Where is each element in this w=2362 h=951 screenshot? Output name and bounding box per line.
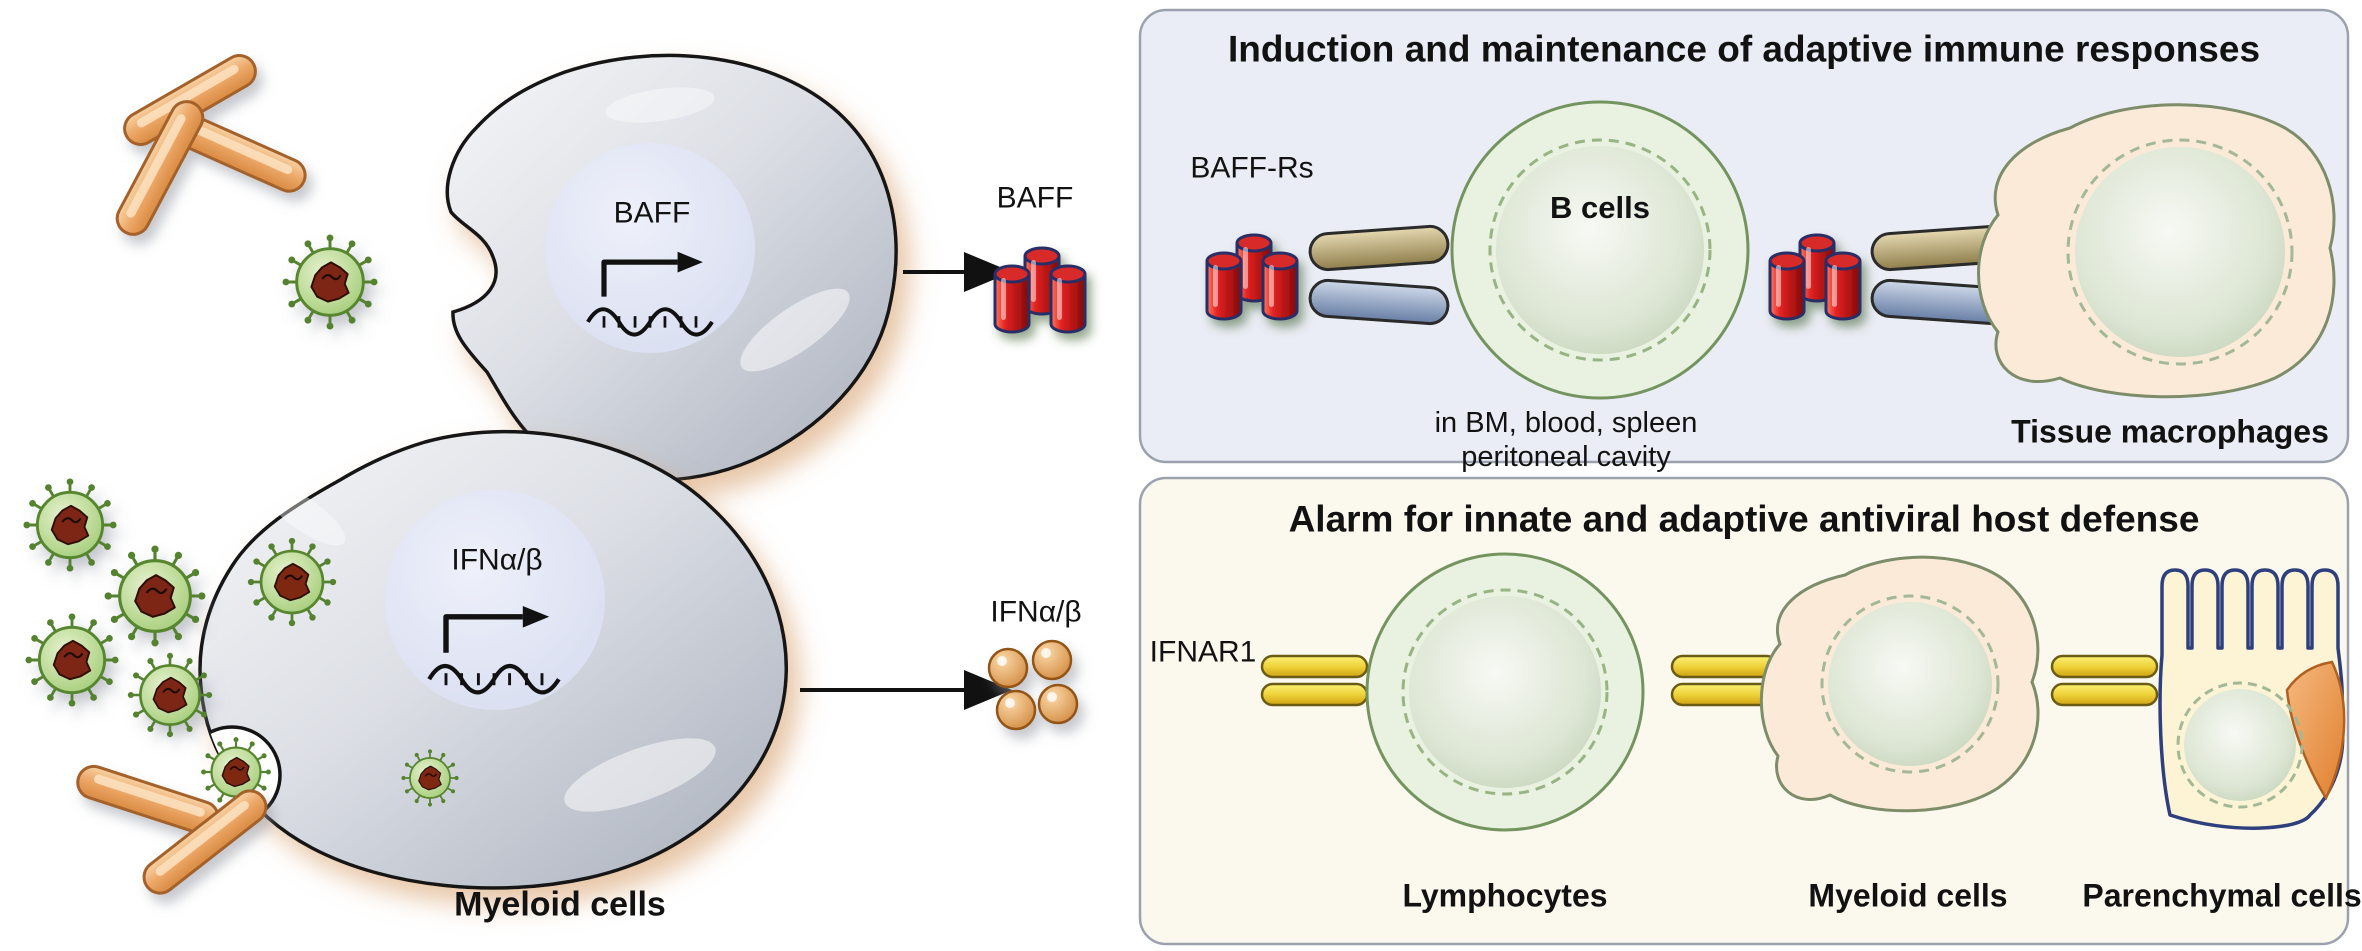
- b-cells-location-line1: in BM, blood, spleen: [1434, 407, 1698, 440]
- parenchymal-horn: [2285, 660, 2346, 801]
- secreted-ifn-label: IFNα/β: [990, 595, 1082, 629]
- adaptive-panel-title: Induction and maintenance of adaptive im…: [1227, 28, 2261, 70]
- ifn-gene-nucleus: [385, 490, 605, 710]
- lymphocytes-label: Lymphocytes: [1402, 877, 1608, 914]
- parenchymal-cells-label: Parenchymal cells: [2082, 877, 2362, 914]
- myeloid-cells-label: Myeloid cells: [454, 885, 666, 924]
- upper-myeloid-cell: [445, 53, 898, 483]
- baff-cylinders-icon: [993, 246, 1087, 334]
- ifnar-label: IFNAR1: [1149, 635, 1257, 669]
- ifn-molecules-icon: [987, 639, 1079, 731]
- b-cells-location-line2: peritoneal cavity: [1461, 441, 1671, 474]
- tissue-macrophage-cell: [1977, 103, 2336, 399]
- baff-receptors-label: BAFF-Rs: [1190, 151, 1314, 185]
- ifn-gene-label: IFNα/β: [451, 543, 543, 577]
- b-cells-label: B cells: [1550, 189, 1650, 225]
- virus-icon: [281, 233, 379, 331]
- myeloid-cell-small: [1759, 555, 2040, 813]
- lower-myeloid-cell: [198, 429, 789, 890]
- tissue-macrophages-label: Tissue macrophages: [2011, 413, 2329, 450]
- virus-cluster: [21, 477, 214, 739]
- baff-gene-label: BAFF: [613, 196, 691, 230]
- secreted-baff-label: BAFF: [996, 181, 1074, 215]
- ifnar-receptor-icon: [1260, 654, 1369, 707]
- ifnar-receptor-icon: [1670, 654, 1779, 707]
- baff-receptor-arms-icon: [1308, 224, 1450, 326]
- ifnar-receptor-icon: [2050, 654, 2159, 707]
- baff-receptor-arms-icon: [1870, 224, 2012, 326]
- myeloid-cells-panel-label: Myeloid cells: [1808, 877, 2008, 914]
- bacteria-rods-top-icon: [110, 48, 312, 242]
- lymphocyte-cell: [1365, 552, 1645, 832]
- b-cell: [1450, 100, 1750, 400]
- parenchymal-cell: [2158, 568, 2346, 830]
- antiviral-panel-title: Alarm for innate and adaptive antiviral …: [1288, 498, 2200, 540]
- baff-gene-nucleus: [545, 143, 755, 353]
